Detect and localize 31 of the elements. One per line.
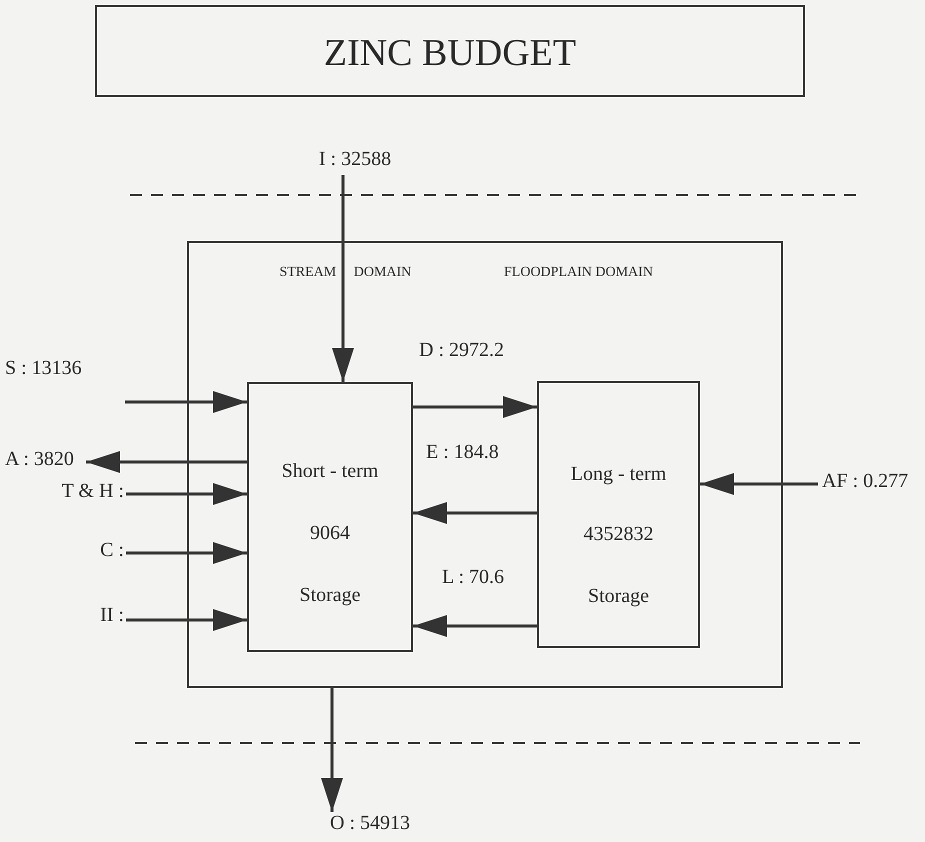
domain-label: FLOODPLAIN DOMAIN <box>504 265 653 281</box>
flow-label: II : <box>100 604 124 627</box>
storage-text: 9064 <box>309 522 351 545</box>
flow-label: T & H : <box>62 480 124 503</box>
arrow <box>413 615 537 637</box>
title: ZINC BUDGET <box>322 31 578 75</box>
arrow <box>126 483 247 505</box>
storage-text: Storage <box>586 585 650 608</box>
flow-label: AF : 0.277 <box>822 470 908 493</box>
arrow <box>321 688 343 812</box>
storage-box <box>537 381 700 648</box>
arrow <box>86 451 247 473</box>
flow-label: A : 3820 <box>5 448 74 471</box>
flow-label: S : 13136 <box>5 357 82 380</box>
flow-label: O : 54913 <box>329 812 411 835</box>
storage-text: 4352832 <box>582 523 654 546</box>
storage-box <box>247 382 413 652</box>
storage-text: Long - term <box>570 463 668 486</box>
storage-text: Short - term <box>280 460 380 483</box>
arrow <box>332 175 354 382</box>
arrow <box>700 473 818 495</box>
flow-label: C : <box>100 539 124 562</box>
arrow <box>125 391 247 413</box>
domain-label: STREAM DOMAIN <box>279 265 412 281</box>
arrow <box>126 609 247 631</box>
arrow <box>126 542 247 564</box>
storage-text: Storage <box>298 584 362 607</box>
arrow <box>413 396 537 418</box>
flow-label: I : 32588 <box>318 148 392 171</box>
domain-box <box>187 241 783 688</box>
arrow <box>413 502 537 524</box>
